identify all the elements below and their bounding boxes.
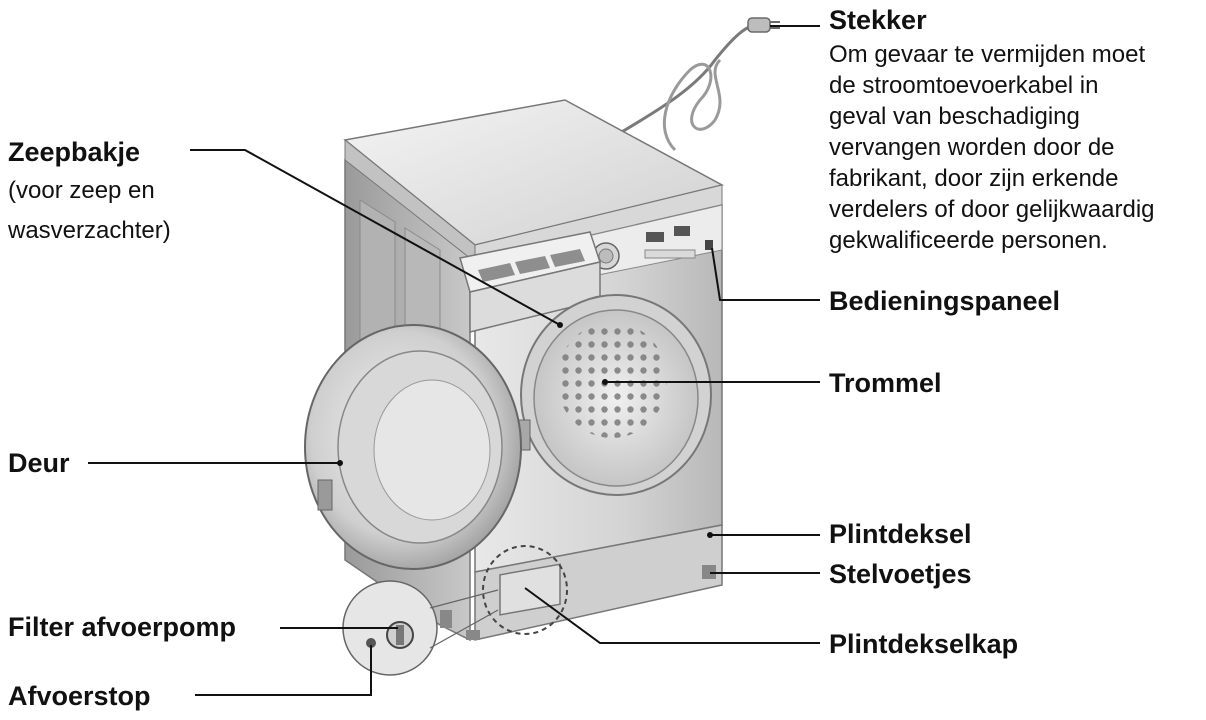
label-stelvoetjes: Stelvoetjes	[829, 559, 972, 589]
leader-lines	[88, 25, 820, 696]
plinth	[474, 524, 723, 641]
label-zeepbakje-sub-1: (voor zeep en	[8, 177, 155, 204]
stekker-desc-line-3: geval van beschadiging	[829, 103, 1080, 130]
label-zeepbakje-sub-2: wasverzachter)	[8, 217, 171, 244]
stekker-desc-line-4: vervangen worden door de	[829, 134, 1115, 161]
label-deur: Deur	[8, 448, 70, 478]
label-plintdekselkap: Plintdekselkap	[829, 629, 1019, 659]
drain-plug	[366, 638, 376, 648]
label-bedieningspaneel: Bedieningspaneel	[829, 286, 1061, 316]
label-zeepbakje: Zeepbakje	[8, 137, 141, 167]
stekker-desc-line-2: de stroomtoevoerkabel in	[829, 72, 1099, 99]
stekker-desc-line-7: gekwalificeerde personen.	[829, 227, 1108, 254]
stekker-desc-line-6: verdelers of door gelijkwaardig	[829, 196, 1155, 223]
stekker-desc-line-1: Om gevaar te vermijden moet	[829, 41, 1146, 68]
stekker-desc-line-5: fabrikant, door zijn erkende	[829, 165, 1119, 192]
label-afvoerstop: Afvoerstop	[8, 681, 151, 711]
power-cord	[611, 24, 753, 140]
label-trommel: Trommel	[829, 368, 942, 398]
label-filter-afvoerpomp: Filter afvoerpomp	[8, 612, 237, 642]
label-plintdeksel: Plintdeksel	[829, 519, 972, 549]
label-stekker: Stekker	[829, 5, 927, 35]
leveling-foot	[466, 630, 480, 640]
